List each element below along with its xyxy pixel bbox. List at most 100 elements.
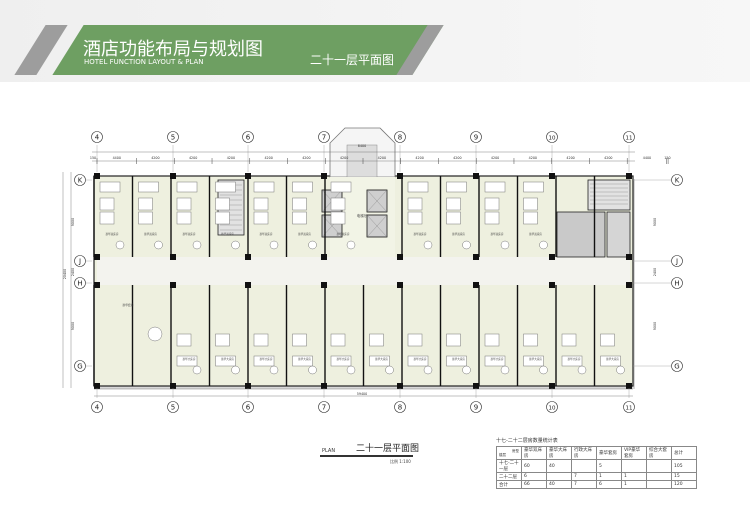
table-cell: 5 bbox=[596, 459, 622, 473]
axis-label: J bbox=[78, 258, 81, 266]
dimension-label: 4200 bbox=[529, 156, 537, 160]
axis-bubble bbox=[74, 255, 86, 267]
axis-bubble bbox=[74, 360, 86, 372]
bed bbox=[484, 197, 500, 211]
bed bbox=[176, 333, 192, 347]
structural-column bbox=[626, 173, 632, 179]
axis-label: K bbox=[675, 177, 680, 185]
table-cell: 66 bbox=[521, 480, 547, 489]
bathtub bbox=[369, 355, 390, 367]
room-label: 豪华双床房 bbox=[144, 232, 157, 236]
table-cell bbox=[621, 459, 647, 473]
table-cell: 40 bbox=[546, 459, 572, 473]
bed bbox=[484, 333, 500, 347]
axis-bubble bbox=[91, 401, 103, 413]
side-dimension: 2400 bbox=[653, 268, 657, 276]
row-label: 二十二层 bbox=[496, 472, 522, 481]
table-header: VIP豪华套房 bbox=[621, 446, 647, 460]
structural-column bbox=[549, 282, 555, 288]
structural-column bbox=[170, 173, 176, 179]
bed bbox=[176, 197, 192, 211]
armchair bbox=[115, 240, 125, 250]
axis-label: 5 bbox=[171, 404, 175, 412]
armchair bbox=[423, 240, 433, 250]
axis-label: 11 bbox=[626, 406, 633, 412]
structural-column bbox=[549, 173, 555, 179]
bathtub bbox=[484, 355, 506, 367]
axis-bubble bbox=[242, 401, 254, 413]
armchair bbox=[269, 240, 279, 250]
axis-bubble bbox=[671, 277, 683, 289]
elevator-cross bbox=[366, 189, 388, 213]
armchair bbox=[577, 365, 587, 375]
axis-label: 11 bbox=[626, 136, 633, 142]
dimension-label: 4400 bbox=[643, 156, 651, 160]
table-cell: 7 bbox=[571, 480, 597, 489]
floor-title: 二十一层平面图 bbox=[310, 53, 395, 67]
axis-label: 4 bbox=[95, 134, 100, 142]
bed bbox=[138, 211, 153, 225]
side-dimension: 9000 bbox=[71, 322, 75, 330]
axis-bubble bbox=[394, 131, 406, 143]
bathtub bbox=[176, 181, 198, 193]
axis-bubble bbox=[623, 131, 635, 143]
bed bbox=[253, 211, 269, 225]
bed bbox=[330, 211, 346, 225]
bed bbox=[215, 197, 230, 211]
table-cell: 6 bbox=[596, 480, 622, 489]
room-label: 豪华双床房 bbox=[106, 232, 119, 236]
armchair bbox=[308, 365, 317, 375]
axis-bubble bbox=[318, 131, 330, 143]
room-label: 豪华双床房 bbox=[183, 232, 196, 236]
side-dimension: 9000 bbox=[71, 218, 75, 226]
bathtub bbox=[407, 355, 429, 367]
structural-column bbox=[397, 254, 403, 260]
axis-bubble bbox=[671, 360, 683, 372]
axis-bubble bbox=[470, 131, 482, 143]
bathtub bbox=[600, 355, 621, 367]
axis-bubble bbox=[318, 401, 330, 413]
bed bbox=[253, 333, 269, 347]
room-label: 豪华双床房 bbox=[529, 232, 542, 236]
dimension-label: 4200 bbox=[604, 156, 612, 160]
dimension-label: 4200 bbox=[453, 156, 461, 160]
service-room bbox=[556, 211, 606, 258]
armchair bbox=[192, 240, 202, 250]
axis-bubble bbox=[242, 131, 254, 143]
armchair bbox=[462, 365, 471, 375]
bed bbox=[407, 333, 423, 347]
room-label: 豪华大床房 bbox=[491, 357, 504, 361]
axis-label: J bbox=[675, 258, 678, 266]
axis-label: G bbox=[674, 363, 679, 371]
armchair bbox=[346, 240, 356, 250]
dimension-label: 4200 bbox=[264, 156, 272, 160]
bathtub bbox=[446, 355, 467, 367]
bed bbox=[446, 333, 461, 347]
structural-column bbox=[245, 173, 251, 179]
axis-label: 10 bbox=[549, 406, 556, 412]
office-room bbox=[606, 211, 631, 258]
side-dimension: 9000 bbox=[653, 218, 657, 226]
structural-column bbox=[473, 173, 479, 179]
axis-bubble bbox=[91, 131, 103, 143]
bathtub bbox=[407, 181, 429, 193]
dimension-label: 4200 bbox=[415, 156, 423, 160]
table-header-row: 房型 楼层 豪华双床房 豪华大床房 行政大床房 豪华套房 VIP豪华套房 综合大… bbox=[496, 446, 697, 460]
room-label: 豪华双床房 bbox=[260, 232, 273, 236]
armchair bbox=[616, 365, 625, 375]
room-label: 豪华大床房 bbox=[298, 357, 311, 361]
structural-column bbox=[321, 383, 327, 389]
axis-label: 8 bbox=[398, 404, 402, 412]
plan-name: 二十一层平面图 bbox=[356, 444, 420, 454]
axis-bubble bbox=[74, 277, 86, 289]
room-label: 豪华大床房 bbox=[452, 357, 465, 361]
table-cell: 6 bbox=[521, 472, 547, 481]
armchair bbox=[539, 365, 548, 375]
bed bbox=[253, 197, 269, 211]
structural-column bbox=[397, 173, 403, 179]
bed bbox=[138, 197, 153, 211]
